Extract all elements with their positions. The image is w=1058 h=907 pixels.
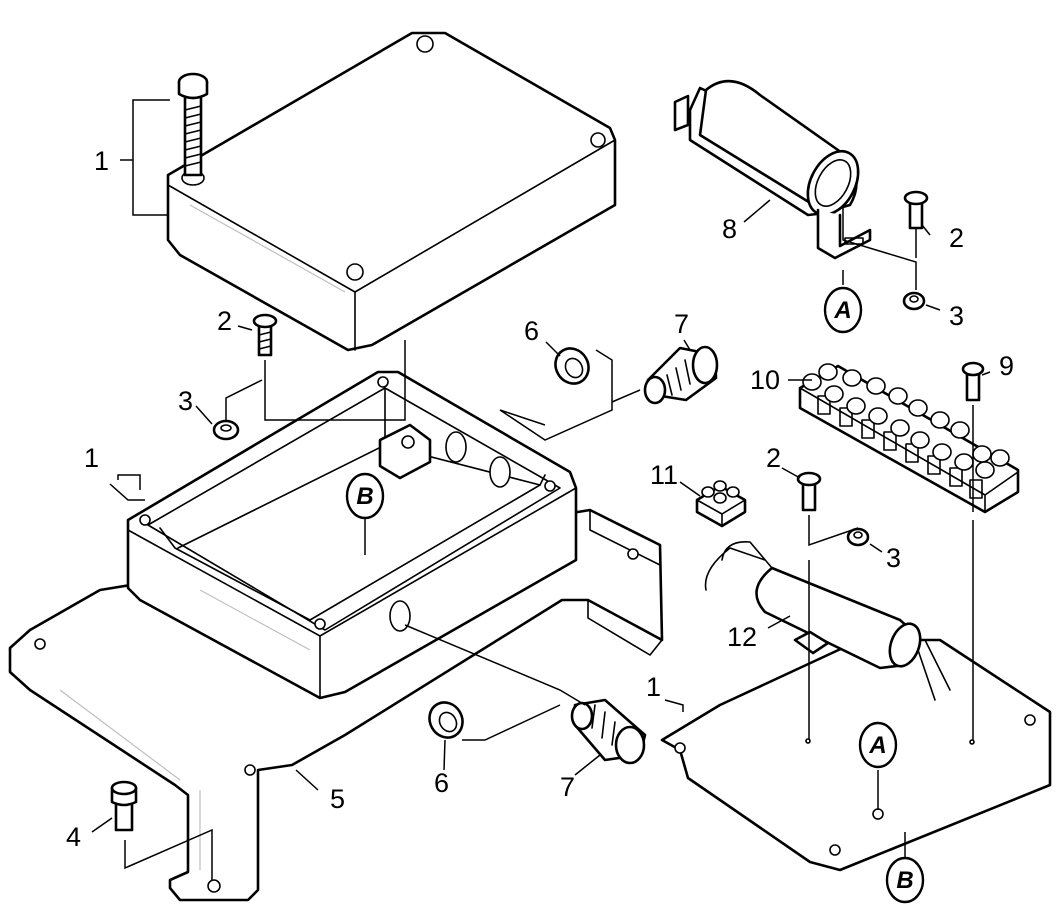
callout-lid-screw-plate: 1	[646, 672, 661, 702]
mounting-plate	[660, 638, 1052, 872]
terminal-strip-small	[695, 480, 747, 528]
callout-gland-upper: 7	[674, 309, 689, 339]
ref-bubble-plate-a: A	[858, 721, 898, 769]
assembly-lines	[117, 205, 974, 880]
screw-plate	[796, 471, 822, 512]
callout-washer-plate: 3	[886, 543, 901, 573]
callout-filter: 12	[727, 622, 757, 652]
ref-bubble-box-b: B	[345, 472, 385, 520]
callout-bolt-base: 4	[66, 822, 81, 852]
callout-terminal-strip-large: 10	[750, 365, 780, 395]
callout-gland-lower: 7	[560, 772, 575, 802]
ref-bubble-cap-a: A	[823, 286, 863, 334]
capacitor	[673, 79, 872, 260]
ref-cap-a-label: A	[833, 297, 851, 324]
nut-upper	[554, 347, 590, 385]
callout-base-plate: 5	[330, 784, 345, 814]
callout-lid-screw: 1	[94, 146, 109, 176]
washer-plate	[846, 527, 870, 547]
callout-screw-lid: 2	[217, 306, 232, 336]
ref-bubble-plate-b: B	[885, 856, 925, 904]
gland-upper	[643, 345, 719, 405]
callout-lid-screw-box: 1	[84, 443, 99, 473]
bolt-base	[110, 780, 138, 832]
callout-nut-lower: 6	[434, 768, 449, 798]
callout-screw-cap: 2	[949, 223, 964, 253]
callout-washer-lid: 3	[178, 386, 193, 416]
lid-screw	[177, 72, 209, 177]
washer-cap	[902, 291, 926, 311]
line-filter	[704, 541, 951, 701]
ref-box-b-label: B	[356, 483, 373, 510]
callout-nut-upper: 6	[524, 316, 539, 346]
screw-cap	[903, 190, 929, 230]
washer-lid	[212, 419, 240, 441]
callout-terminal-screw: 9	[999, 351, 1014, 381]
callout-leaders	[91, 199, 991, 833]
callout-capacitor: 8	[722, 214, 737, 244]
callout-labels: 1 1 1 2 2 2 3 3 3 4 5 6 6 7 7 8 9 10 11 …	[66, 146, 1014, 852]
screw-lid	[252, 313, 278, 357]
ref-plate-b-label: B	[896, 867, 913, 894]
terminal-strip-large	[798, 363, 1020, 514]
terminal-screw	[961, 361, 985, 402]
callout-screw-plate: 2	[766, 443, 781, 473]
enclosure-lid	[166, 31, 617, 352]
callout-terminal-strip-small: 11	[650, 460, 678, 490]
enclosure-box	[126, 370, 578, 700]
callout-washer-cap: 3	[949, 301, 964, 331]
gland-lower	[570, 698, 647, 765]
ref-plate-a-label: A	[868, 732, 886, 759]
nut-lower	[428, 701, 464, 739]
